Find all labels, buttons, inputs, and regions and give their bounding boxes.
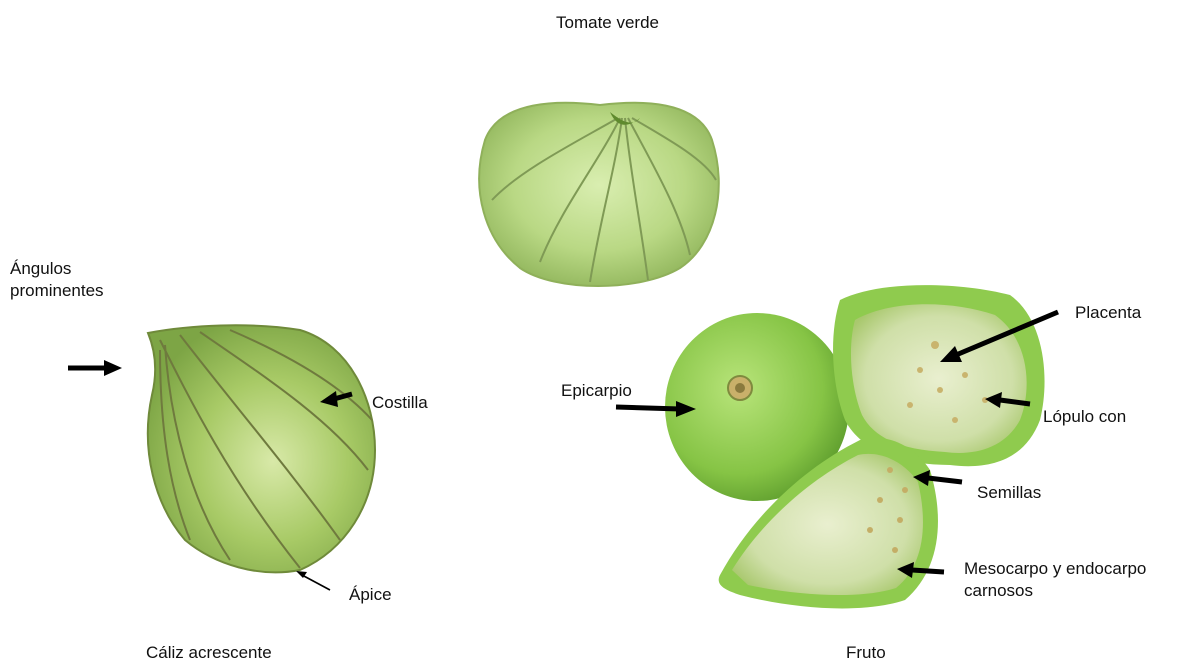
label-mesocarpo-endocarpo: Mesocarpo y endocarpo carnosos xyxy=(964,558,1194,602)
caption-fruto: Fruto xyxy=(846,642,886,664)
label-costilla: Costilla xyxy=(372,392,428,414)
title-tomate-verde: Tomate verde xyxy=(556,12,659,34)
calyx-image xyxy=(148,325,375,572)
label-lopulo-con: Lópulo con xyxy=(1043,406,1126,428)
husk-tomatillo-image xyxy=(479,103,719,286)
arrow-angulos xyxy=(68,360,122,376)
label-apice: Ápice xyxy=(349,584,392,606)
caption-caliz-acrescente: Cáliz acrescente xyxy=(146,642,272,664)
arrow-apice xyxy=(296,571,330,590)
label-placenta: Placenta xyxy=(1075,302,1141,324)
label-angulos-prominentes: Ángulos prominentes xyxy=(10,258,160,302)
label-epicarpio: Epicarpio xyxy=(561,380,632,402)
label-semillas: Semillas xyxy=(977,482,1041,504)
